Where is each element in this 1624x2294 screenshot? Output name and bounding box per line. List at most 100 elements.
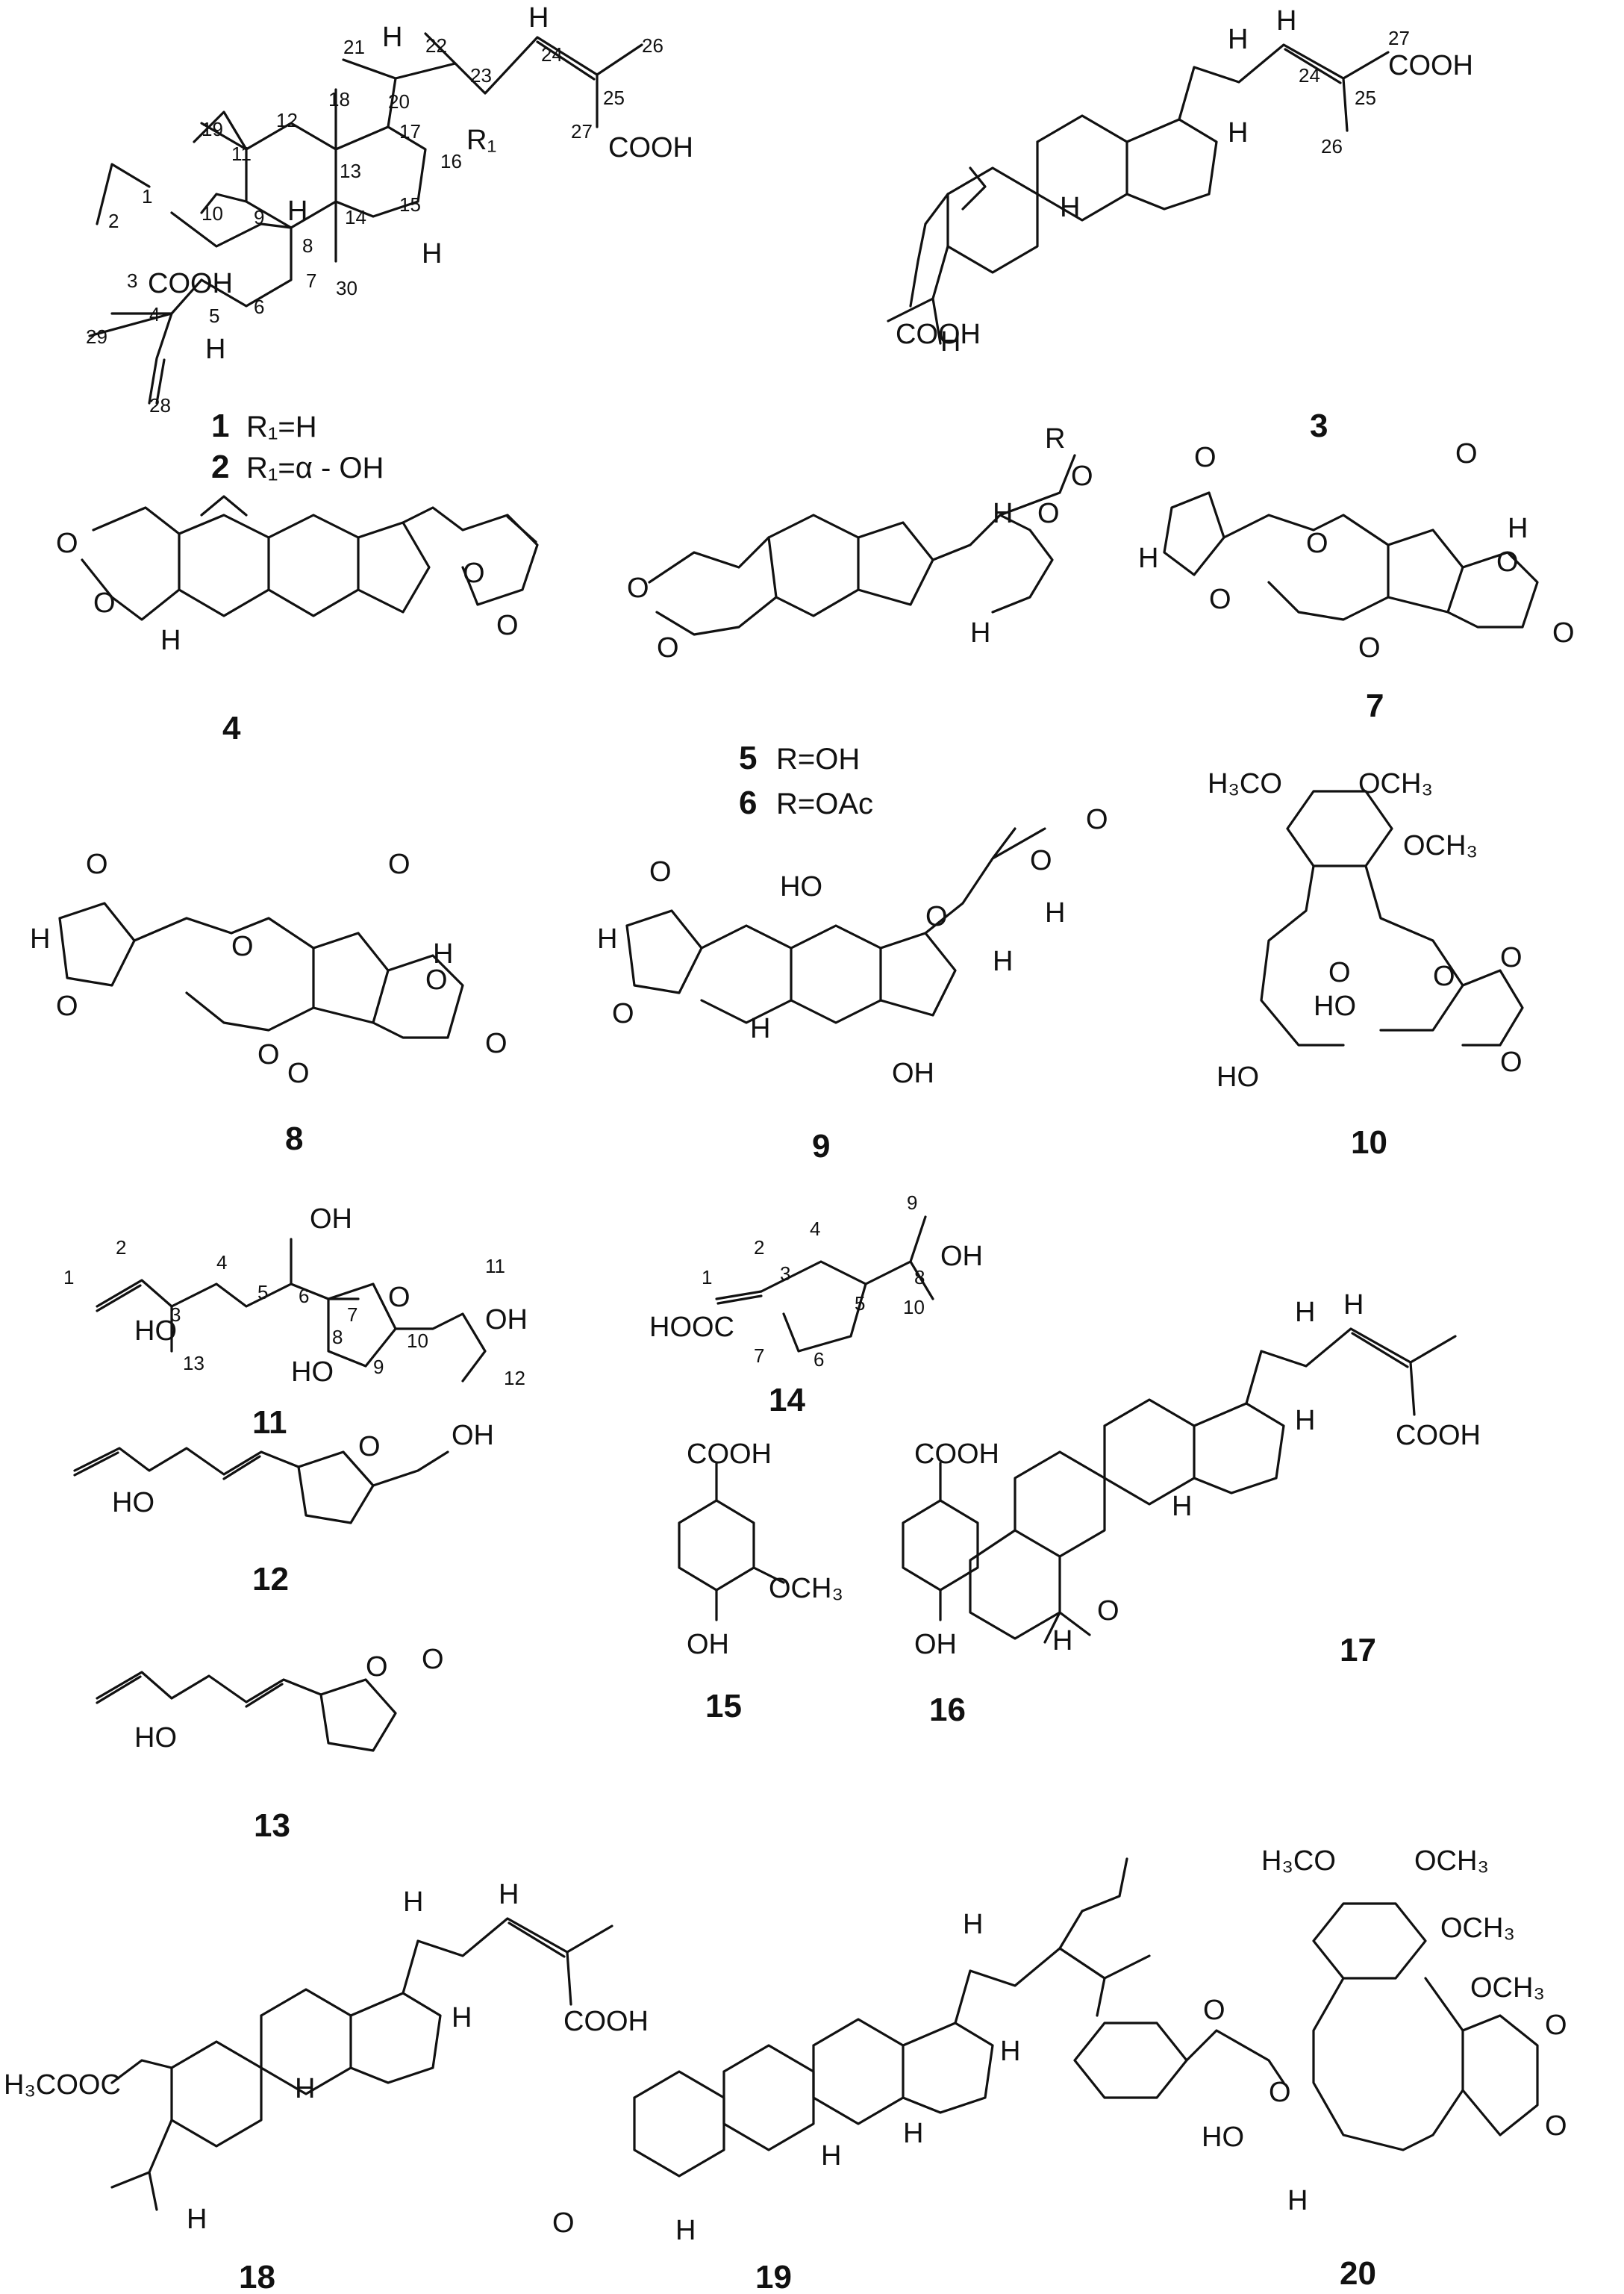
atom-number: 17: [399, 120, 421, 143]
structure-compound-18: H₃COOC COOH H H H H H 18: [4, 1879, 649, 2294]
atom-label: O: [612, 998, 634, 1029]
compound-label-18: 18: [239, 2259, 275, 2294]
atom-label: H: [187, 2204, 207, 2235]
atom-label: O: [388, 1282, 410, 1313]
atom-label: HO: [780, 871, 822, 903]
atom-label: O: [287, 1058, 310, 1089]
atom-label: O: [552, 2207, 575, 2239]
structure-compound-16: COOH OH 16: [902, 1439, 999, 1728]
atom-number: 9: [254, 206, 264, 228]
atom-label: O: [1203, 1995, 1225, 2026]
atom-number: 4: [149, 303, 160, 325]
atom-label: O: [1552, 617, 1575, 649]
atom-label: O: [366, 1651, 388, 1683]
atom-label: H: [970, 617, 990, 649]
structure-compound-1-2: COOH COOH H H H H H R₁ 1 2 3 4 5 6 7 8 9…: [86, 2, 693, 485]
atom-label: H: [1172, 1491, 1192, 1522]
atom-label: H: [675, 2215, 696, 2246]
atom-label: O: [463, 558, 485, 589]
atom-label: H: [597, 923, 617, 955]
atom-label: O: [388, 849, 410, 880]
atom-label: H: [1295, 1405, 1315, 1436]
atom-label: OH: [452, 1420, 494, 1451]
atom-number: 10: [407, 1330, 428, 1352]
atom-number: 1: [702, 1266, 712, 1288]
atom-number: 26: [1321, 135, 1343, 158]
atom-number: 8: [302, 234, 313, 257]
atom-number: 23: [470, 64, 492, 87]
atom-label: OCH₃: [1414, 1845, 1489, 1877]
atom-label: O: [422, 1644, 444, 1675]
atom-label: H: [30, 923, 50, 955]
structure-compound-3: COOH COOH H H H H H 24 25 26 27 3: [887, 5, 1473, 444]
atom-label: H: [993, 498, 1013, 529]
atom-label: HO: [291, 1356, 334, 1388]
atom-number: 19: [202, 118, 223, 140]
atom-number: 11: [485, 1255, 505, 1277]
atom-label: O: [1086, 804, 1108, 835]
structure-compound-5-6: O O O O R H H 5 R=OH 6 R=OAc: [627, 423, 1093, 821]
atom-label: H: [1228, 24, 1248, 55]
atom-label: H: [993, 946, 1013, 977]
substituent-6: R=OAc: [776, 788, 873, 820]
atom-label: OCH₃: [769, 1573, 843, 1604]
atom-number: 9: [373, 1356, 384, 1378]
atom-label: COOH: [914, 1439, 999, 1470]
atom-number: 1: [63, 1266, 74, 1288]
atom-number: 2: [116, 1236, 126, 1259]
atom-number: 27: [1388, 27, 1410, 49]
atom-number: 11: [231, 143, 252, 165]
atom-number: 28: [149, 394, 171, 417]
atom-number: 6: [813, 1348, 824, 1371]
atom-label: H: [1045, 897, 1065, 929]
atom-label: H: [1276, 5, 1296, 37]
atom-label: O: [358, 1431, 381, 1462]
atom-label: O: [1194, 442, 1217, 473]
atom-number: 2: [754, 1236, 764, 1259]
compound-label-2: 2: [211, 449, 229, 485]
atom-number: 24: [541, 43, 563, 66]
atom-label: O: [1097, 1595, 1119, 1627]
atom-label: O: [1500, 942, 1522, 973]
compound-label-1: 1: [211, 408, 229, 444]
atom-label: HO: [134, 1722, 177, 1754]
atom-label: O: [1496, 546, 1519, 578]
atom-label: H: [1138, 543, 1158, 574]
structure-compound-17: O COOH H H H H H 17: [969, 1289, 1481, 1668]
substituent-5: R=OH: [776, 743, 860, 776]
atom-label: H: [903, 2118, 923, 2149]
atom-label: H: [205, 334, 225, 365]
compound-label-17: 17: [1340, 1632, 1376, 1668]
atom-label: COOH: [687, 1439, 772, 1470]
atom-label: O: [56, 528, 78, 559]
atom-label: OH: [310, 1203, 352, 1235]
compound-label-7: 7: [1366, 688, 1384, 724]
structure-compound-4: O O O O H 4: [56, 495, 539, 747]
structure-compound-13: O O HO 13: [96, 1644, 444, 1844]
atom-label: O: [1071, 461, 1093, 492]
atom-label: O: [56, 991, 78, 1022]
atom-label: O: [231, 931, 254, 962]
atom-label: H: [287, 196, 307, 227]
atom-number: 1: [142, 185, 152, 208]
atom-label: H: [295, 2073, 315, 2104]
atom-number: 14: [345, 206, 366, 228]
atom-label: O: [1328, 957, 1351, 988]
atom-label: HOOC: [649, 1312, 734, 1343]
atom-label: H: [1060, 192, 1080, 223]
compound-label-3: 3: [1310, 408, 1328, 444]
atom-label: R₁: [466, 125, 496, 156]
atom-label: COOH: [563, 2006, 649, 2037]
structure-compound-12: O OH HO 12: [73, 1420, 494, 1598]
atom-label: H: [1287, 2185, 1308, 2216]
atom-label: O: [86, 849, 108, 880]
atom-label: COOH: [1396, 1420, 1481, 1451]
structure-compound-15: COOH OCH₃ OH 15: [678, 1439, 843, 1724]
compound-label-4: 4: [222, 710, 241, 747]
compound-label-9: 9: [812, 1128, 830, 1165]
atom-label: O: [649, 856, 672, 888]
atom-label: O: [425, 964, 448, 996]
atom-label: HO: [134, 1315, 177, 1347]
atom-label: OCH₃: [1470, 1972, 1545, 2004]
atom-label: H: [1295, 1297, 1315, 1328]
